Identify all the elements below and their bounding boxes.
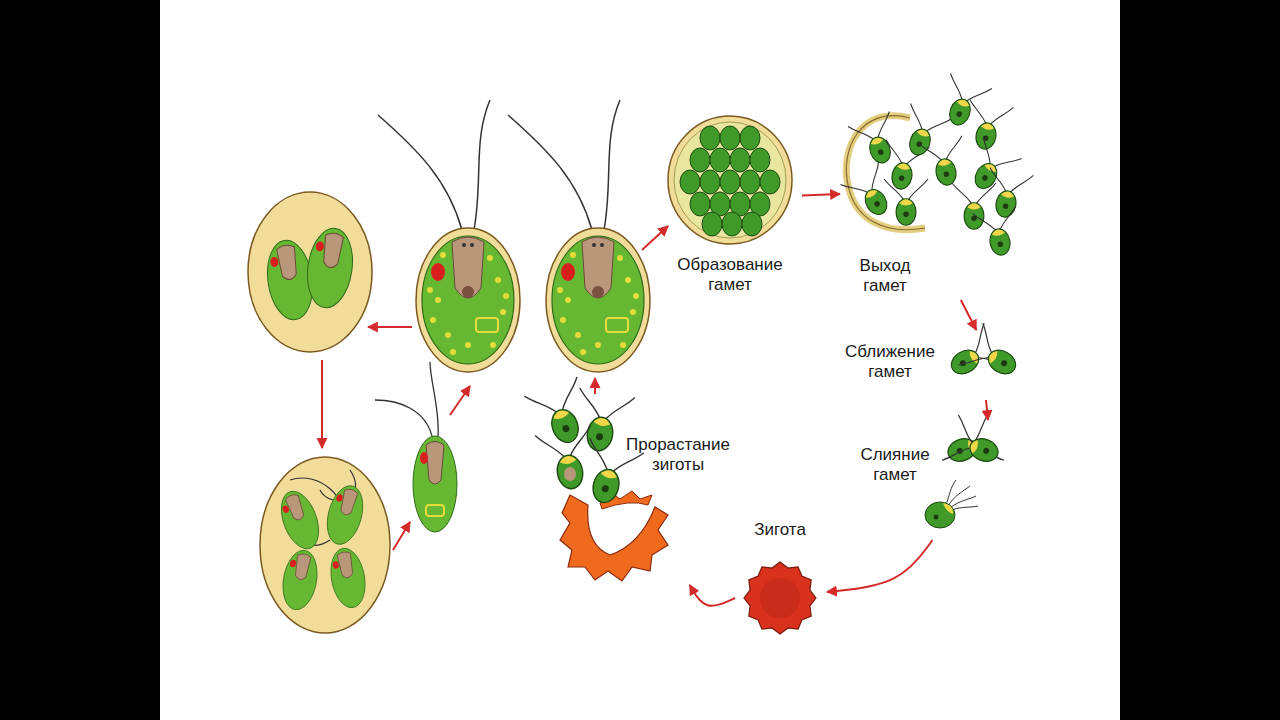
stage-label-box: Сближение гамет xyxy=(830,330,1025,400)
stage-label-box: Выход гамет xyxy=(840,88,1035,300)
stage-label-box: Зигота xyxy=(735,520,827,640)
approaching-gametes xyxy=(941,323,1027,390)
stage-label-box: Прорастание зиготы xyxy=(540,395,732,585)
cycle-arrow xyxy=(827,540,933,592)
cycle-arrows xyxy=(322,226,668,550)
zoospores-from-zygote xyxy=(524,377,644,510)
gamete-release xyxy=(840,73,1033,258)
stage-label: Сближение гамет xyxy=(830,342,950,382)
zygote xyxy=(744,562,816,634)
stage-label-box: Слияние гамет xyxy=(840,420,1025,540)
stage-label: Выход гамет xyxy=(840,256,930,296)
stage-label: Слияние гамет xyxy=(840,445,950,485)
fusing-gametes xyxy=(940,415,1005,477)
zoospore xyxy=(375,362,457,532)
cycle-arrow xyxy=(802,194,840,196)
stage-label: Образование гамет xyxy=(660,255,800,295)
white-ground xyxy=(160,0,1120,720)
germinating-zygote xyxy=(560,491,668,581)
cycle-arrow xyxy=(986,400,988,420)
adult-cell xyxy=(378,100,520,372)
stage-label: Прорастание зиготы xyxy=(626,435,730,475)
cycle-arrow xyxy=(961,300,976,330)
stage-label: Зигота xyxy=(735,520,825,540)
planozygote xyxy=(925,480,978,528)
stage-label-box: Образование гамет xyxy=(660,110,802,300)
cycle-arrow xyxy=(690,585,735,606)
zoosporangium xyxy=(260,457,390,633)
dividing-cell xyxy=(248,192,372,352)
adult-cell xyxy=(508,100,650,372)
gametangium xyxy=(668,116,792,244)
